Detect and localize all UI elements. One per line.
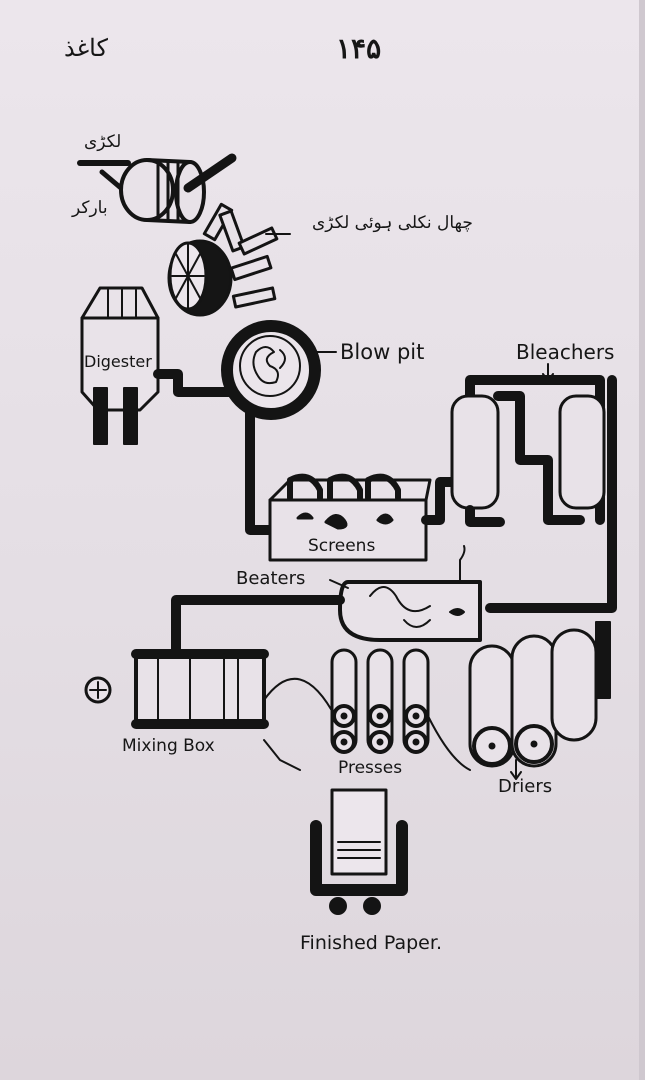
- label-digester: Digester: [84, 352, 152, 371]
- debarked-logs: [202, 202, 291, 309]
- label-driers: Driers: [498, 776, 553, 797]
- label-mixing-box: Mixing Box: [122, 736, 215, 756]
- header-title: کاغذ: [64, 34, 108, 62]
- screens-box: [268, 473, 432, 562]
- finished-paper-cart: [310, 788, 408, 915]
- page-number: ۱۴۵: [336, 32, 382, 65]
- label-bleachers: Bleachers: [516, 340, 615, 364]
- beater-tank: [329, 545, 482, 642]
- presses: [330, 648, 471, 771]
- label-debarked-wood: چھال نکلی ہوئی لکڑی: [312, 213, 473, 233]
- blow-pit: [221, 320, 337, 420]
- label-finished-paper: Finished Paper.: [300, 932, 442, 954]
- label-screens: Screens: [308, 536, 376, 556]
- label-barker: بارکر: [72, 198, 108, 218]
- driers: [468, 621, 611, 780]
- label-blow-pit: Blow pit: [340, 340, 425, 364]
- label-presses: Presses: [338, 758, 403, 778]
- label-wood: لکڑی: [84, 132, 122, 152]
- page-edge: [639, 0, 645, 1080]
- label-beaters: Beaters: [236, 568, 306, 589]
- mixing-box: [84, 649, 269, 729]
- digester-tank: [80, 286, 160, 445]
- bleacher-tanks: [450, 363, 606, 527]
- barker-machine: [77, 153, 237, 224]
- chipper-wheel: [167, 239, 233, 317]
